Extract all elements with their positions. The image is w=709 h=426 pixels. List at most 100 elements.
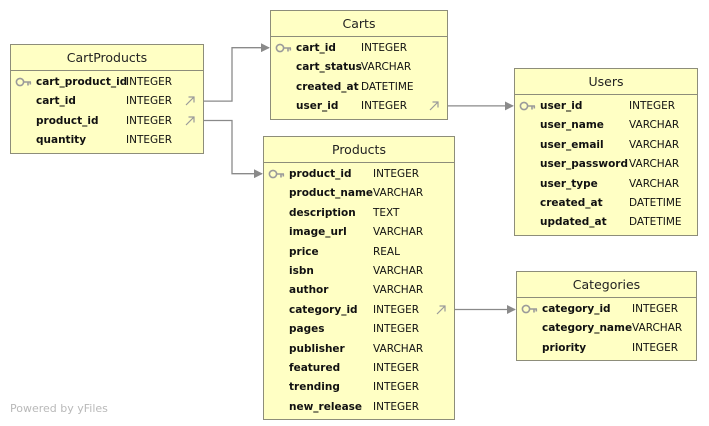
field-name: product_name: [289, 187, 374, 200]
field-type: TEXT: [373, 206, 400, 219]
field-type: INTEGER: [373, 303, 420, 316]
field-name: author: [289, 284, 329, 297]
field-name: user_type: [540, 177, 598, 190]
field-name: created_at: [296, 80, 359, 93]
field-row[interactable]: trending INTEGER: [264, 378, 454, 397]
key-icon: [275, 41, 292, 55]
field-type: INTEGER: [126, 134, 173, 147]
field-name: cart_product_id: [36, 76, 128, 88]
relationship-line[interactable]: [204, 43, 270, 102]
field-name: new_release: [289, 400, 363, 413]
arrow-up-right-icon: [435, 304, 447, 316]
key-icon: [268, 167, 285, 181]
field-name: quantity: [36, 134, 87, 147]
field-row[interactable]: publisher VARCHAR: [264, 340, 454, 359]
field-type: INTEGER: [126, 114, 173, 127]
key-icon: [521, 302, 538, 316]
field-type: DATETIME: [629, 216, 682, 229]
field-name: isbn: [289, 265, 314, 277]
field-type: DATETIME: [629, 197, 682, 209]
field-name: product_id: [36, 114, 99, 127]
field-name: image_url: [289, 226, 347, 239]
field-type: INTEGER: [361, 42, 408, 54]
field-type: VARCHAR: [629, 119, 680, 132]
watermark-label: Powered by yFiles: [10, 402, 108, 415]
field-name: user_password: [540, 158, 628, 171]
field-name: description: [289, 206, 356, 219]
field-type: INTEGER: [361, 100, 408, 113]
entity-title: Categories: [517, 272, 696, 298]
field-name: price: [289, 245, 319, 258]
field-name: category_id: [542, 303, 611, 315]
arrow-up-right-icon: [184, 95, 196, 107]
field-type: REAL: [373, 245, 400, 258]
field-name: updated_at: [540, 216, 607, 229]
field-type: INTEGER: [373, 168, 420, 180]
key-icon: [15, 75, 32, 89]
field-row[interactable]: user_type VARCHAR: [515, 175, 697, 194]
field-name: user_id: [540, 100, 583, 112]
field-row[interactable]: pages INTEGER: [264, 320, 454, 339]
field-name: pages: [289, 323, 325, 336]
field-row[interactable]: user_id INTEGER: [271, 97, 447, 116]
field-type: INTEGER: [373, 381, 420, 394]
field-type: VARCHAR: [373, 187, 424, 200]
field-name: publisher: [289, 342, 345, 355]
field-row[interactable]: cart_id INTEGER: [11, 92, 203, 111]
field-row[interactable]: product_id INTEGER: [11, 112, 203, 131]
field-name: user_email: [540, 138, 604, 151]
field-type: VARCHAR: [373, 265, 424, 277]
field-type: VARCHAR: [629, 138, 680, 151]
field-type: INTEGER: [373, 362, 420, 374]
field-row[interactable]: user_email VARCHAR: [515, 136, 697, 155]
field-name: cart_id: [36, 95, 76, 108]
field-name: product_id: [289, 168, 352, 180]
field-type: VARCHAR: [629, 177, 680, 190]
field-type: INTEGER: [126, 76, 173, 88]
field-type: VARCHAR: [361, 61, 412, 74]
field-name: cart_id: [296, 42, 336, 54]
field-type: INTEGER: [126, 95, 173, 108]
field-name: featured: [289, 362, 341, 374]
field-name: cart_status: [296, 61, 362, 74]
field-row[interactable]: updated_at DATETIME: [515, 213, 697, 232]
field-row[interactable]: image_url VARCHAR: [264, 223, 454, 242]
field-row[interactable]: description TEXT: [264, 204, 454, 223]
entity-title: Products: [264, 137, 454, 163]
field-row[interactable]: featured INTEGER: [264, 359, 454, 378]
field-row[interactable]: user_name VARCHAR: [515, 116, 697, 135]
field-type: VARCHAR: [373, 342, 424, 355]
field-row[interactable]: isbn VARCHAR: [264, 262, 454, 281]
field-name: user_name: [540, 119, 604, 132]
field-row[interactable]: quantity INTEGER: [11, 131, 203, 150]
field-type: INTEGER: [373, 323, 420, 336]
field-name: user_id: [296, 100, 339, 113]
key-icon: [519, 99, 536, 113]
field-row[interactable]: product_id INTEGER: [264, 165, 454, 184]
relationship-line[interactable]: [204, 119, 263, 179]
field-name: trending: [289, 381, 340, 394]
field-row[interactable]: price REAL: [264, 243, 454, 262]
field-type: VARCHAR: [373, 226, 424, 239]
field-row[interactable]: cart_id INTEGER: [271, 39, 447, 58]
